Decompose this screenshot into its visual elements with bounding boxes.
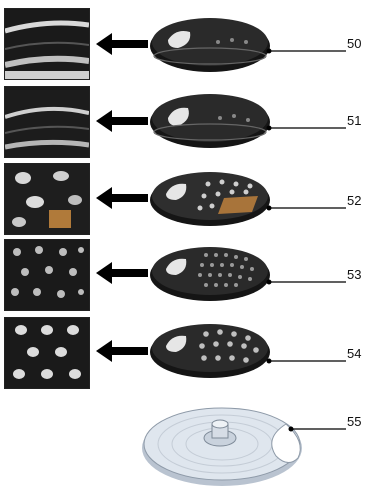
disc-holder-55 [138, 398, 308, 495]
arrow-left-icon [96, 33, 148, 60]
arrow-left-icon [96, 340, 148, 367]
closeup-53 [4, 239, 90, 311]
leader-line-55 [288, 419, 346, 437]
leader-line-53 [266, 272, 346, 290]
leader-line-51 [266, 118, 346, 136]
closeup-50 [4, 8, 90, 80]
disc-54 [148, 318, 276, 385]
closeup-52 [4, 163, 90, 235]
part-number-50: 50 [347, 37, 361, 51]
part-number-54: 54 [347, 347, 361, 361]
closeup-54 [4, 317, 90, 389]
arrow-left-icon [96, 187, 148, 214]
disc-53 [148, 241, 276, 308]
disc-50 [148, 12, 276, 79]
part-number-53: 53 [347, 268, 361, 282]
part-number-55: 55 [347, 415, 361, 429]
arrow-left-icon [96, 262, 148, 289]
leader-line-54 [266, 351, 346, 369]
closeup-51 [4, 86, 90, 158]
disc-52 [148, 166, 276, 233]
part-number-51: 51 [347, 114, 361, 128]
arrow-left-icon [96, 110, 148, 137]
leader-line-50 [266, 41, 346, 59]
disc-51 [148, 88, 276, 155]
leader-line-52 [266, 198, 346, 216]
part-number-52: 52 [347, 194, 361, 208]
